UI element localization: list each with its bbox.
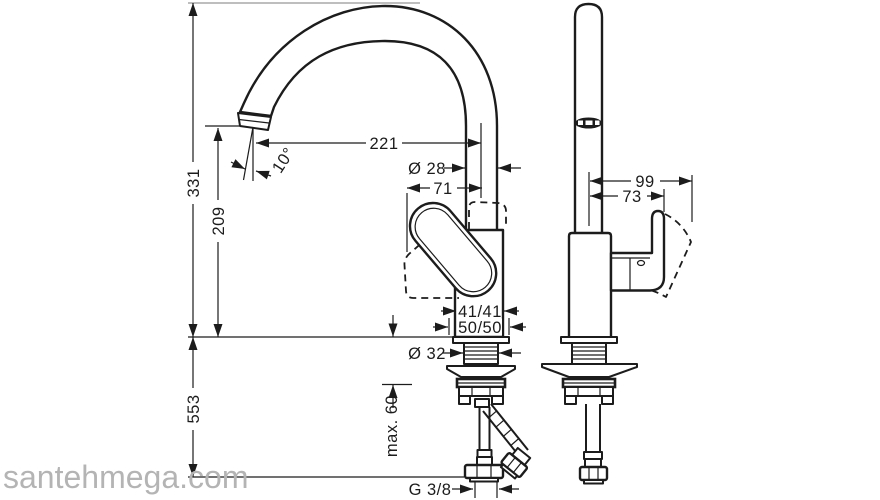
front-view: [237, 4, 532, 483]
shank-threads-front: [464, 346, 498, 360]
threaded-shank-front: [463, 342, 499, 365]
dim-label-handle-projection-open: 99: [635, 173, 654, 191]
spout-arc: [238, 4, 499, 234]
supply-hose-straight: [463, 407, 505, 483]
watermark: santehmega.com: [3, 459, 248, 495]
handle-screw: [636, 259, 646, 267]
shank-threads-side: [572, 346, 606, 360]
faucet-body-side: [567, 231, 613, 340]
dim-label-shank-diameter: Ø 32: [408, 345, 446, 363]
dim-label-connection-thread: G 3/8: [409, 481, 452, 499]
dimension-annotations: 331 209 553 221 Ø 28 71 10° 41/41 50/50: [184, 2, 693, 499]
dim-label-max-deck-thickness: max. 60: [383, 395, 401, 457]
dim-label-spout-reach: 221: [369, 135, 398, 153]
side-view: [541, 2, 692, 485]
dim-label-handle-projection: 73: [622, 188, 641, 206]
dim-label-spray-angle: 10°: [269, 144, 299, 176]
mounting-nut-side: [564, 386, 614, 397]
mounting-plate-side: [541, 363, 638, 378]
handle-alt-position-down: [403, 220, 459, 299]
dim-label-below-deck-depth: 553: [185, 394, 203, 423]
handle-side: [609, 209, 666, 292]
mounting-rod: [578, 404, 609, 485]
handle-front: [408, 201, 498, 298]
mounting-plate-front: [446, 365, 516, 378]
handle-alt-position-side: [649, 213, 692, 298]
dim-label-body-section-b: 50/50: [458, 319, 502, 337]
dim-label-spout-height: 209: [210, 206, 228, 235]
dim-label-total-height: 331: [185, 168, 203, 197]
hose-adapter: [474, 398, 490, 408]
dim-label-spout-offset: 71: [433, 180, 452, 198]
dim-label-body-section-a: 41/41: [458, 303, 502, 321]
mounting-nut-front: [458, 386, 504, 397]
supply-hose-angled: [482, 403, 532, 480]
threaded-shank-side: [571, 342, 607, 365]
dim-label-spout-diameter: Ø 28: [408, 160, 446, 178]
handle-alt-position-up: [468, 201, 507, 229]
